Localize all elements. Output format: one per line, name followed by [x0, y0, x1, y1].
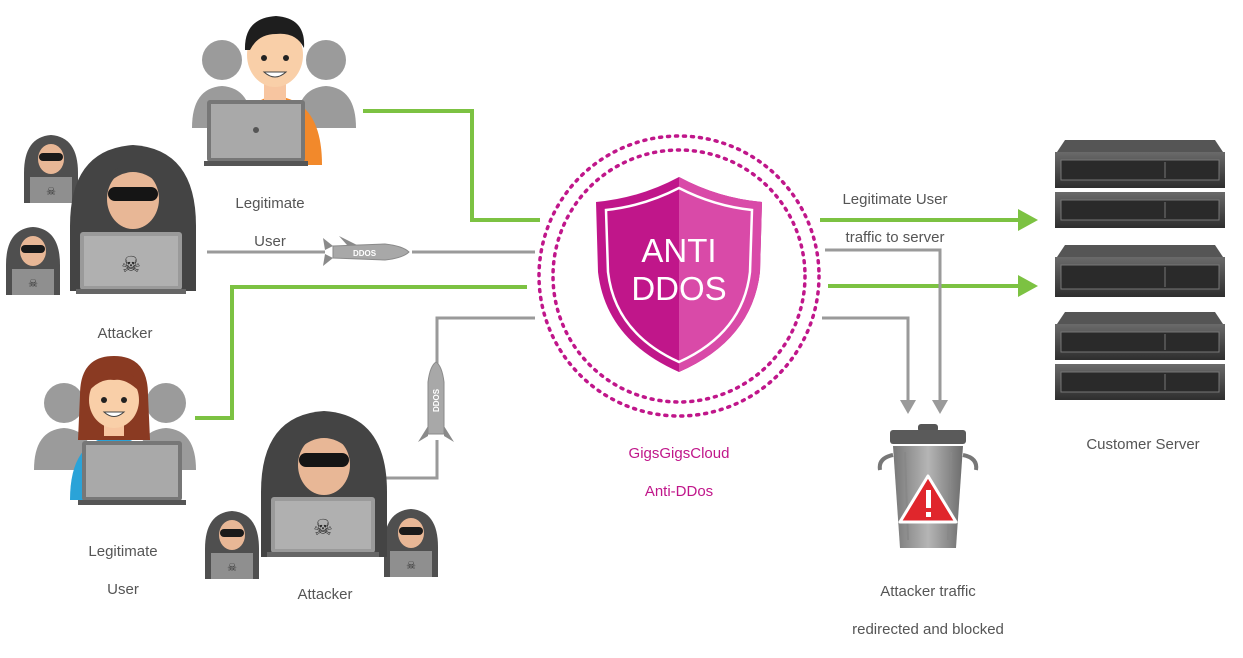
- arrowhead-icon: [1018, 209, 1038, 231]
- outer-dotted-ring: [537, 134, 821, 418]
- legitimate-user-top: [192, 16, 356, 166]
- missile-label: DDOS: [353, 249, 377, 258]
- attack-out-line-1: [825, 248, 942, 402]
- shield-line-1: ANTI: [641, 232, 716, 269]
- label-line: Legitimate User: [842, 191, 948, 208]
- blocked-traffic-label: Attacker traffic redirected and blocked: [833, 563, 1023, 658]
- arrowhead-icon: [1018, 275, 1038, 297]
- laptop-icon: ☠: [76, 232, 186, 294]
- missile-icon: DDOS: [323, 236, 410, 266]
- label-line: User: [107, 581, 139, 598]
- laptop-icon: ☠: [267, 497, 379, 557]
- label-line: User: [254, 233, 286, 250]
- arrowhead-icon: [900, 400, 916, 414]
- trash-bin-icon: [877, 424, 979, 548]
- legit-user-top-label: Legitimate User: [215, 175, 325, 270]
- legit-user-bottom-label: Legitimate User: [68, 523, 178, 618]
- laptop-icon: [204, 100, 308, 166]
- missile-label: DDOS: [432, 388, 441, 412]
- svg-text:☠: ☠: [227, 561, 237, 574]
- server-icon: [1055, 312, 1225, 400]
- hacker-icon-small: ☠: [205, 511, 259, 579]
- svg-text:☠: ☠: [28, 277, 38, 290]
- attack-line-bottom: [385, 440, 439, 480]
- ddos-diagram: DDOS DDOS: [6, 16, 1225, 579]
- arrowhead-icon: [932, 400, 948, 414]
- label-line: GigsGigsCloud: [628, 445, 730, 462]
- customer-servers: [1055, 140, 1225, 400]
- shield-line-2: DDOS: [631, 270, 726, 307]
- label-line: Legitimate: [88, 543, 158, 560]
- hacker-icon-small: ☠: [24, 135, 78, 203]
- green-arrowheads: [1018, 209, 1038, 297]
- customer-server-label: Customer Server: [1063, 416, 1223, 454]
- server-icon: [1055, 245, 1225, 297]
- label-line: Legitimate: [235, 195, 305, 212]
- anti-ddos-shield: ANTI DDOS: [537, 134, 821, 418]
- legit-line-bottom: [195, 285, 527, 420]
- label-line: Attacker traffic: [880, 583, 976, 600]
- attack-line-bottom-up: [435, 316, 535, 368]
- legitimate-user-bottom: [34, 356, 196, 505]
- skull-icon: ☠: [313, 516, 333, 541]
- label-line: traffic to server: [845, 229, 945, 246]
- legit-traffic-label: Legitimate User traffic to server: [815, 171, 975, 266]
- svg-text:☠: ☠: [406, 559, 416, 572]
- svg-text:☠: ☠: [46, 185, 56, 198]
- label-line: Anti-DDos: [644, 483, 714, 500]
- legit-traffic-lines: [195, 109, 1020, 420]
- server-icon: [1055, 140, 1225, 228]
- attack-out-line-2: [822, 316, 910, 402]
- missile-icon: DDOS: [418, 361, 454, 442]
- skull-icon: ☠: [121, 253, 141, 278]
- label-line: Customer Server: [1086, 436, 1200, 453]
- attacker-bottom-label: Attacker: [270, 566, 380, 604]
- legit-line-top: [363, 109, 540, 222]
- hacker-icon-small: ☠: [384, 509, 438, 577]
- warning-icon: [898, 474, 958, 524]
- inner-dotted-ring: [551, 148, 807, 404]
- attack-traffic-lines: [207, 248, 942, 480]
- laptop-icon: [78, 441, 186, 505]
- attacker-bottom: ☠ ☠ ☠: [205, 411, 438, 579]
- attacker-left: ☠ ☠ ☠: [6, 135, 196, 295]
- label-line: Attacker: [297, 586, 353, 603]
- hacker-icon-small: ☠: [6, 227, 60, 295]
- grey-arrowheads: [900, 400, 948, 414]
- label-line: Attacker: [97, 325, 153, 342]
- attacker-left-label: Attacker: [70, 305, 180, 343]
- product-label: GigsGigsCloud Anti-DDos: [599, 425, 759, 520]
- label-line: redirected and blocked: [852, 621, 1004, 638]
